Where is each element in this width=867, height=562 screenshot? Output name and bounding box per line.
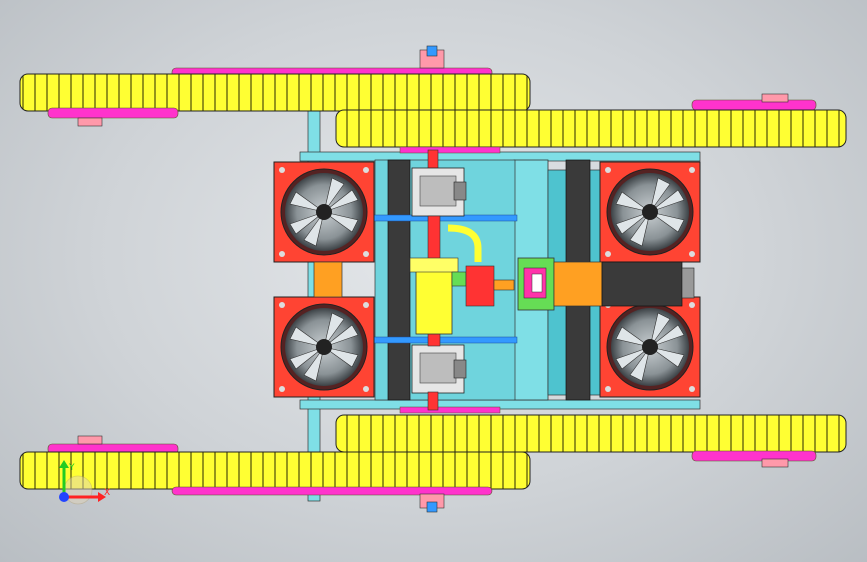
y-axis-label: Y [68, 463, 75, 473]
track-bottom-left [19, 435, 531, 513]
fan-blades [289, 177, 359, 247]
motor-coupling [517, 257, 695, 311]
x-axis-label: X [104, 488, 110, 498]
gearbox-bottom [411, 344, 467, 411]
drive-motor [601, 261, 683, 307]
z-axis-dot [59, 492, 69, 502]
fan-module-bottom-right [599, 296, 701, 398]
fan-module-bottom-left [273, 296, 375, 398]
track-top-right [335, 93, 847, 154]
fan-module-top-right [599, 161, 701, 263]
axis-triad: X Y [59, 460, 110, 505]
track-top-left [19, 45, 531, 127]
bevel-gear [465, 265, 495, 307]
track-bottom-right [335, 406, 847, 468]
fan-module-top-left [273, 161, 375, 263]
differential [409, 215, 515, 347]
